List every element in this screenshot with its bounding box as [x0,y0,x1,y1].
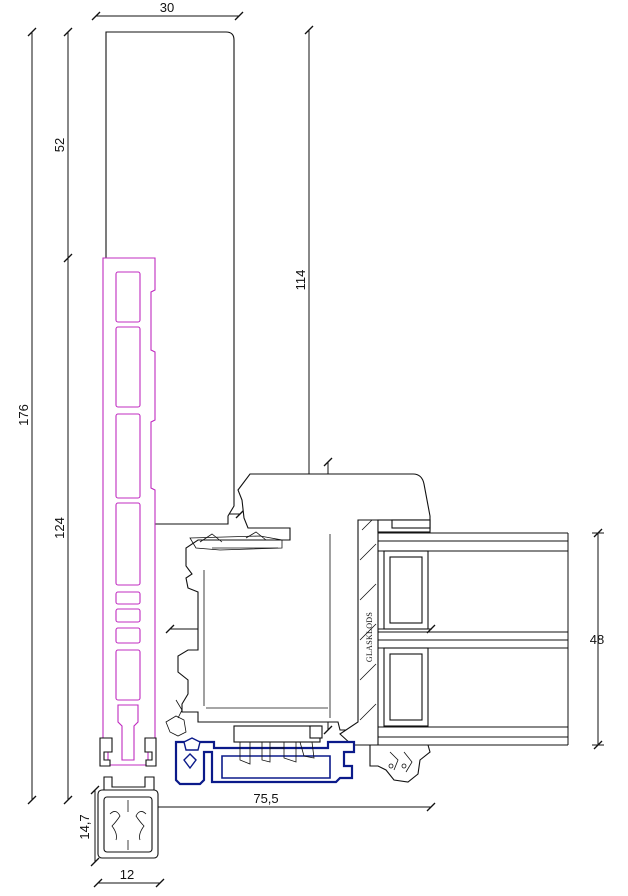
dim-frame-height: 124 [52,517,67,539]
glazing-bead [339,519,431,746]
dim-glass-thickness: 48 [590,632,604,647]
dim-bottom-height: 14,7 [77,814,92,839]
dim-total-height: 176 [16,404,31,426]
glass-unit [377,532,569,746]
glazing-bead-label: GLASKLODS [365,612,374,662]
dim-head-height: 114 [293,270,308,291]
sill-gasket [369,744,431,783]
bottom-clip-profile [97,737,159,859]
sill-profile [174,737,356,786]
dim-upper-height: 52 [52,138,67,152]
sash-lower-fittings [233,725,323,765]
dim-top-width: 30 [160,0,174,15]
dim-sill-depth: 75,5 [253,791,278,806]
frame-profile [102,257,156,766]
dim-bottom-width: 12 [120,867,134,882]
